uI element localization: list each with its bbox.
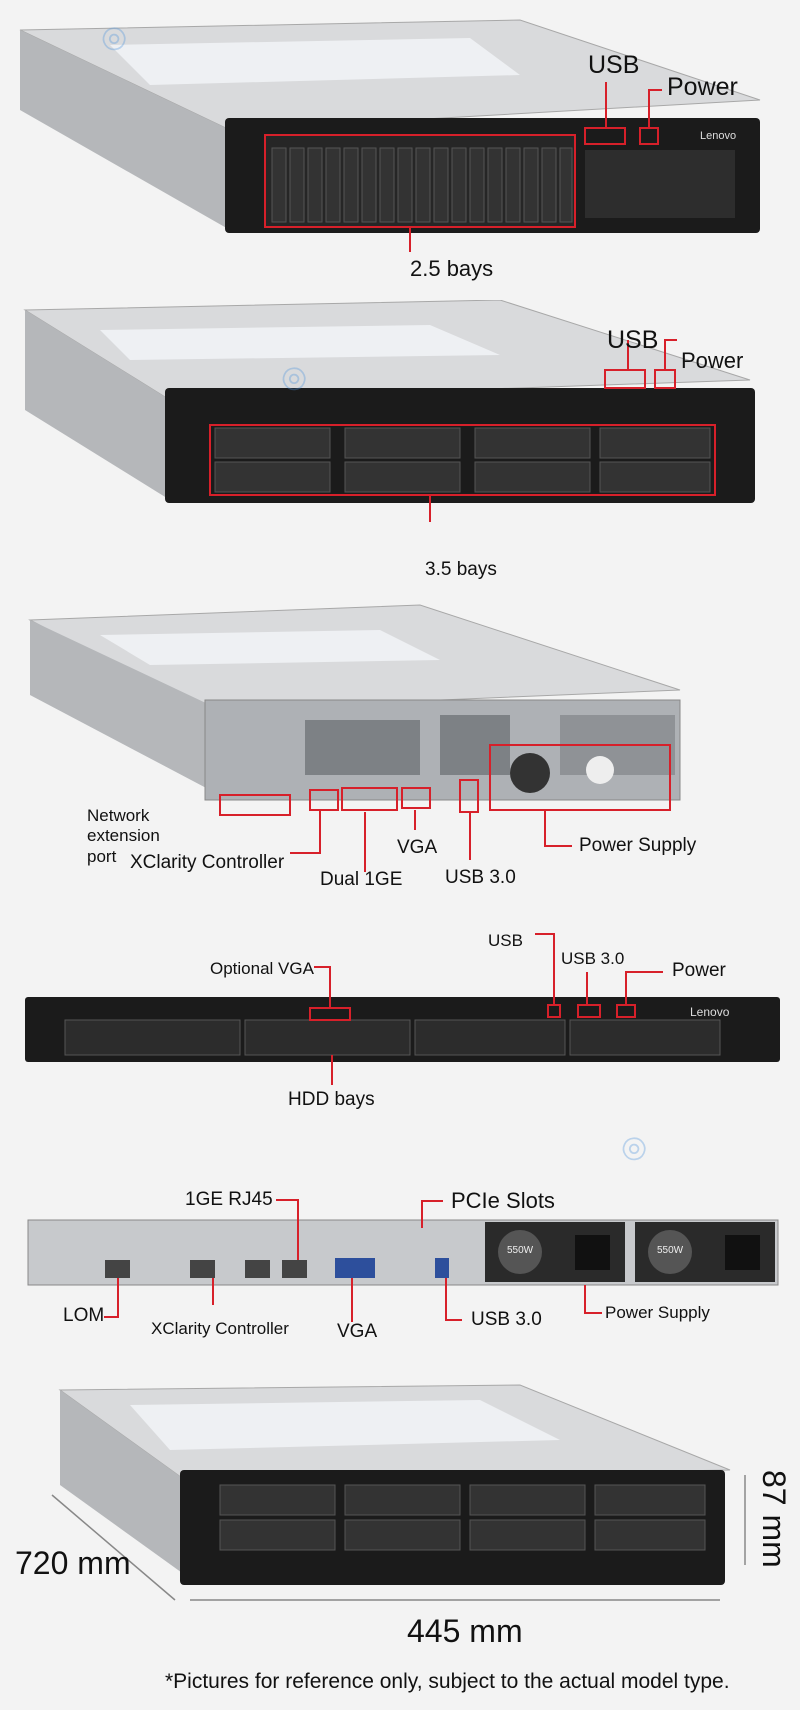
- usb3-label-rear-1u: USB 3.0: [471, 1309, 542, 1330]
- server-front-1u-image: [25, 933, 780, 1085]
- power-label-2: Power: [681, 348, 744, 373]
- server-dimensions-panel: 720 mm 445 mm 87 mm: [0, 1360, 800, 1660]
- drive-bays-35: [214, 427, 711, 493]
- server-front-35-image: [23, 300, 755, 522]
- width-label: 445 mm: [407, 1613, 523, 1649]
- server-rear-2u-panel: Network extension port XClarity Controll…: [0, 590, 800, 920]
- server-front-35-panel: USB Power 3.5 bays: [0, 300, 800, 590]
- vga-label-rear-1u: VGA: [337, 1321, 378, 1342]
- usb3-label-rear-2u: USB 3.0: [445, 867, 516, 888]
- server-rear-2u-image: [28, 604, 681, 872]
- power-supply-label-rear-2u: Power Supply: [579, 835, 697, 856]
- height-label: 87 mm: [756, 1470, 792, 1568]
- hdd-bays-label: HDD bays: [288, 1089, 375, 1110]
- power-supply-label-rear-1u: Power Supply: [605, 1303, 710, 1322]
- power-label-1u: Power: [672, 960, 726, 981]
- pcie-label: PCIe Slots: [451, 1188, 555, 1213]
- server-front-25-image: [19, 19, 761, 252]
- usb-label-1u: USB: [488, 931, 523, 950]
- vga-label-rear-2u: VGA: [397, 837, 438, 858]
- lom-label: LOM: [63, 1305, 105, 1326]
- server-front-25-panel: USB Power 2.5 bays Lenovo: [0, 0, 800, 300]
- xclarity-label-rear-1u: XClarity Controller: [151, 1319, 289, 1338]
- usb-label-1: USB: [588, 51, 640, 79]
- server-front-1u-panel: USB USB 3.0 Optional VGA Power HDD bays …: [0, 920, 800, 1120]
- bays-label-2: 3.5 bays: [425, 559, 497, 580]
- psu-rating-2: 550W: [657, 1245, 684, 1256]
- psu-rating-1: 550W: [507, 1245, 534, 1256]
- rj45-label: 1GE RJ45: [185, 1189, 273, 1210]
- server-rear-1u-panel: 1GE RJ45 PCIe Slots LOM XClarity Control…: [0, 1120, 800, 1360]
- brand-logo-1: Lenovo: [700, 130, 737, 142]
- network-extension-label: Network extension port: [87, 806, 160, 866]
- bays-label-1: 2.5 bays: [410, 256, 494, 281]
- depth-label: 720 mm: [15, 1545, 131, 1581]
- server-rear-1u-image: [27, 1199, 779, 1322]
- server-dimensions-image: [51, 1384, 746, 1601]
- drive-bays-25: [271, 147, 573, 223]
- optional-vga-label: Optional VGA: [210, 959, 314, 978]
- usb3-label-1u: USB 3.0: [561, 949, 625, 968]
- brand-logo-1u: Lenovo: [690, 1005, 730, 1019]
- usb-label-2: USB: [607, 326, 659, 354]
- xclarity-label-rear-2u: XClarity Controller: [130, 852, 285, 873]
- dual-1ge-label: Dual 1GE: [320, 869, 403, 890]
- footnote: *Pictures for reference only, subject to…: [165, 1670, 730, 1693]
- power-label-1: Power: [667, 73, 738, 101]
